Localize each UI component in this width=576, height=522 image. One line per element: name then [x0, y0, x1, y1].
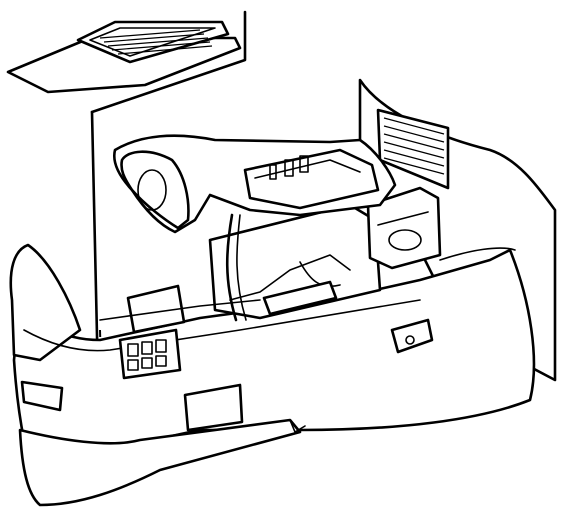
module-grille [99, 29, 213, 55]
wiring-harness [225, 213, 238, 322]
rear-vent-louvers [383, 117, 445, 175]
lid-hinge-loop [120, 150, 190, 230]
side-bracket [183, 383, 244, 432]
switch-panel [118, 284, 186, 380]
module-top-face [89, 27, 216, 57]
replacement-module [6, 10, 247, 114]
lid-opening [243, 148, 380, 210]
shifter-plate [262, 280, 338, 316]
console-top-edge [23, 299, 421, 352]
console-mid-edge [99, 299, 261, 321]
switch-bracket [126, 284, 186, 334]
switch-buttons [127, 339, 167, 371]
shifter-boot [229, 254, 351, 301]
console-lid-frame [112, 134, 397, 234]
rear-lamp [20, 380, 64, 412]
console-rear-edge [439, 247, 516, 261]
left-side-flare [9, 243, 82, 362]
leader-frame [90, 10, 247, 114]
center-floor-console [9, 243, 536, 507]
console-side-plug [390, 318, 434, 354]
console-lower-shell [18, 418, 302, 507]
cup-holder-bin [366, 186, 442, 270]
